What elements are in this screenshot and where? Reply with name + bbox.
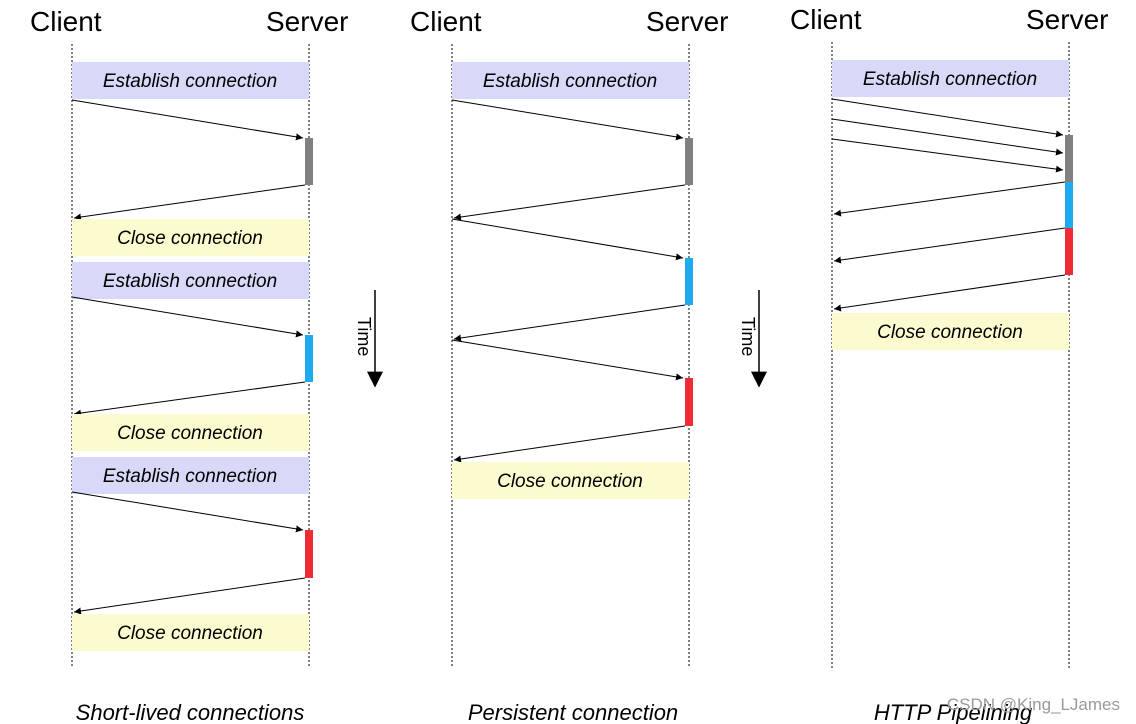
- establish-label: Establish connection: [103, 271, 277, 292]
- request-arrow: [451, 99, 684, 141]
- close-band: Close connection: [452, 462, 689, 499]
- server-processing-red: [685, 378, 693, 426]
- establish-label: Establish connection: [103, 466, 277, 487]
- response-arrow: [453, 184, 686, 221]
- close-band: Close connection: [72, 414, 309, 451]
- server-processing-gray: [305, 138, 313, 185]
- time-axis: Time: [738, 290, 767, 388]
- request-arrow: [71, 99, 304, 141]
- establish-band: Establish connection: [72, 62, 309, 99]
- server-processing-blue: [1065, 182, 1073, 228]
- request-arrow: [831, 118, 1064, 156]
- client-header: Client: [790, 4, 862, 35]
- response-arrow: [73, 381, 306, 417]
- response-arrow: [833, 181, 1066, 217]
- client-header: Client: [410, 6, 482, 37]
- server-processing-blue: [685, 258, 693, 305]
- response-arrow: [453, 425, 686, 463]
- response-arrow: [73, 577, 306, 615]
- diagram-short-lived: Client Server Establish connection Close…: [30, 6, 348, 724]
- request-arrow: [831, 138, 1064, 173]
- request-arrow: [831, 98, 1064, 138]
- request-arrow: [451, 339, 684, 381]
- request-arrow: [71, 296, 304, 338]
- watermark: CSDN @King_LJames: [947, 695, 1120, 714]
- establish-band: Establish connection: [832, 60, 1069, 97]
- close-label: Close connection: [117, 623, 263, 644]
- request-arrow: [71, 491, 304, 533]
- close-label: Close connection: [117, 423, 263, 444]
- response-arrow: [833, 274, 1066, 312]
- server-header: Server: [646, 6, 728, 37]
- diagram-persistent: Client Server Establish connection Close…: [410, 6, 728, 724]
- close-label: Close connection: [877, 322, 1023, 343]
- server-header: Server: [1026, 4, 1108, 35]
- response-arrow: [73, 184, 306, 221]
- server-processing-gray: [1065, 135, 1073, 182]
- server-processing-red: [305, 530, 313, 578]
- server-processing-red: [1065, 228, 1073, 275]
- close-label: Close connection: [497, 471, 643, 492]
- establish-label: Establish connection: [863, 69, 1037, 90]
- server-header: Server: [266, 6, 348, 37]
- establish-band: Establish connection: [72, 262, 309, 299]
- diagram-caption: Short-lived connections: [76, 700, 305, 724]
- request-arrow: [451, 218, 684, 261]
- diagram-caption: HTTP Pipelining: [874, 700, 1033, 724]
- diagram-pipelining: Client Server Establish connection Close…: [790, 4, 1108, 724]
- close-band: Close connection: [72, 614, 309, 651]
- response-arrow: [453, 304, 686, 342]
- close-band: Close connection: [72, 219, 309, 256]
- establish-band: Establish connection: [452, 62, 689, 99]
- client-header: Client: [30, 6, 102, 37]
- server-processing-gray: [685, 138, 693, 185]
- time-axis: Time: [354, 290, 383, 388]
- server-processing-blue: [305, 335, 313, 382]
- diagram-caption: Persistent connection: [468, 700, 678, 724]
- establish-label: Establish connection: [103, 71, 277, 92]
- response-arrow: [833, 227, 1066, 264]
- close-band: Close connection: [832, 313, 1069, 350]
- establish-band: Establish connection: [72, 457, 309, 494]
- establish-label: Establish connection: [483, 71, 657, 92]
- time-label: Time: [738, 317, 758, 356]
- time-label: Time: [354, 317, 374, 356]
- close-label: Close connection: [117, 228, 263, 249]
